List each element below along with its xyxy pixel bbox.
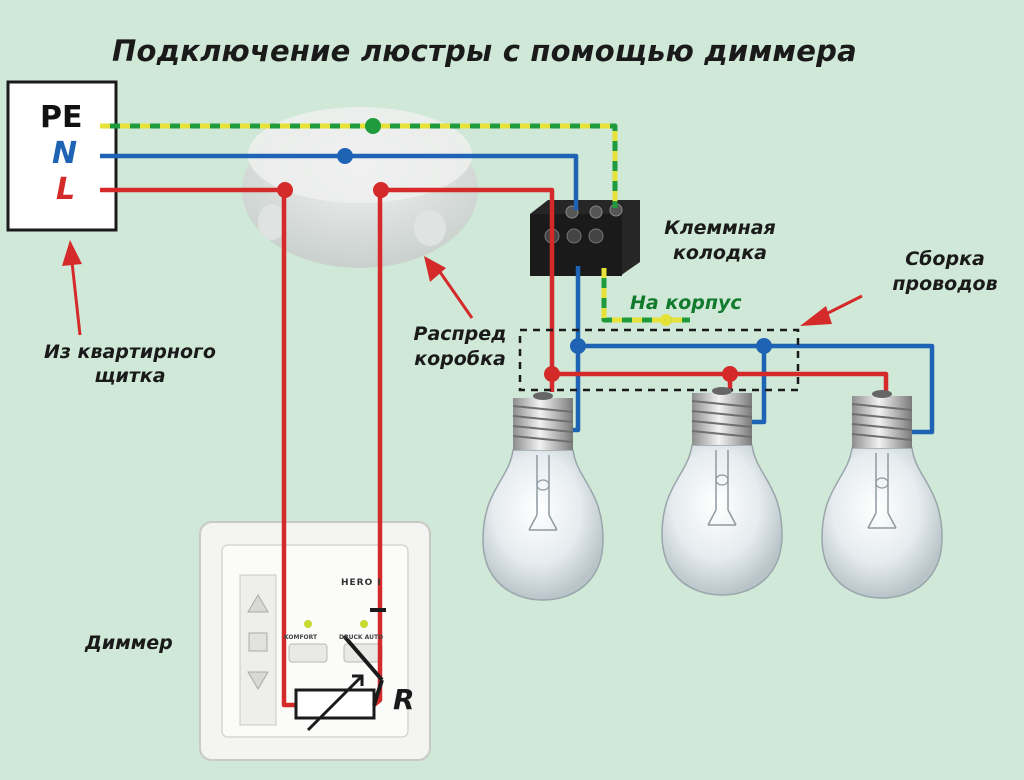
resistor-label: R: [393, 683, 415, 716]
connection-dots: [277, 118, 772, 382]
diagram-title: Подключение люстры с помощью диммера: [112, 34, 857, 68]
pe-terminal-label: PE: [40, 100, 83, 135]
dimmer-label: Диммер: [85, 632, 173, 654]
ground-to-body-label: На корпус: [630, 292, 742, 314]
panel-box: [6, 80, 118, 232]
resistor-symbol: [294, 608, 386, 732]
junction-box-label: Распред коробка: [413, 323, 507, 370]
n-terminal-label: N: [52, 136, 78, 171]
neutral-wire: [100, 153, 935, 435]
terminal-block-label: Клеммная колодка: [664, 217, 776, 264]
terminal-block: [530, 200, 640, 276]
dimmer-brand: HERO I: [341, 578, 382, 588]
junction-box: [242, 107, 478, 268]
source-label: Из квартирного щиткa: [44, 341, 216, 387]
bulb-3: [821, 389, 943, 599]
wire-bundle-label: Сборка проводов: [892, 248, 998, 295]
phase-wire: [100, 187, 889, 708]
dimmer-button2-label: DRUCK AUTO: [339, 634, 384, 641]
l-terminal-label: L: [56, 172, 76, 207]
pointer-arrows: [62, 240, 863, 336]
wire-bundle-box: [518, 328, 800, 392]
bulb-1: [482, 391, 604, 601]
dimmer-button1-label: KOMFORT: [284, 634, 318, 641]
